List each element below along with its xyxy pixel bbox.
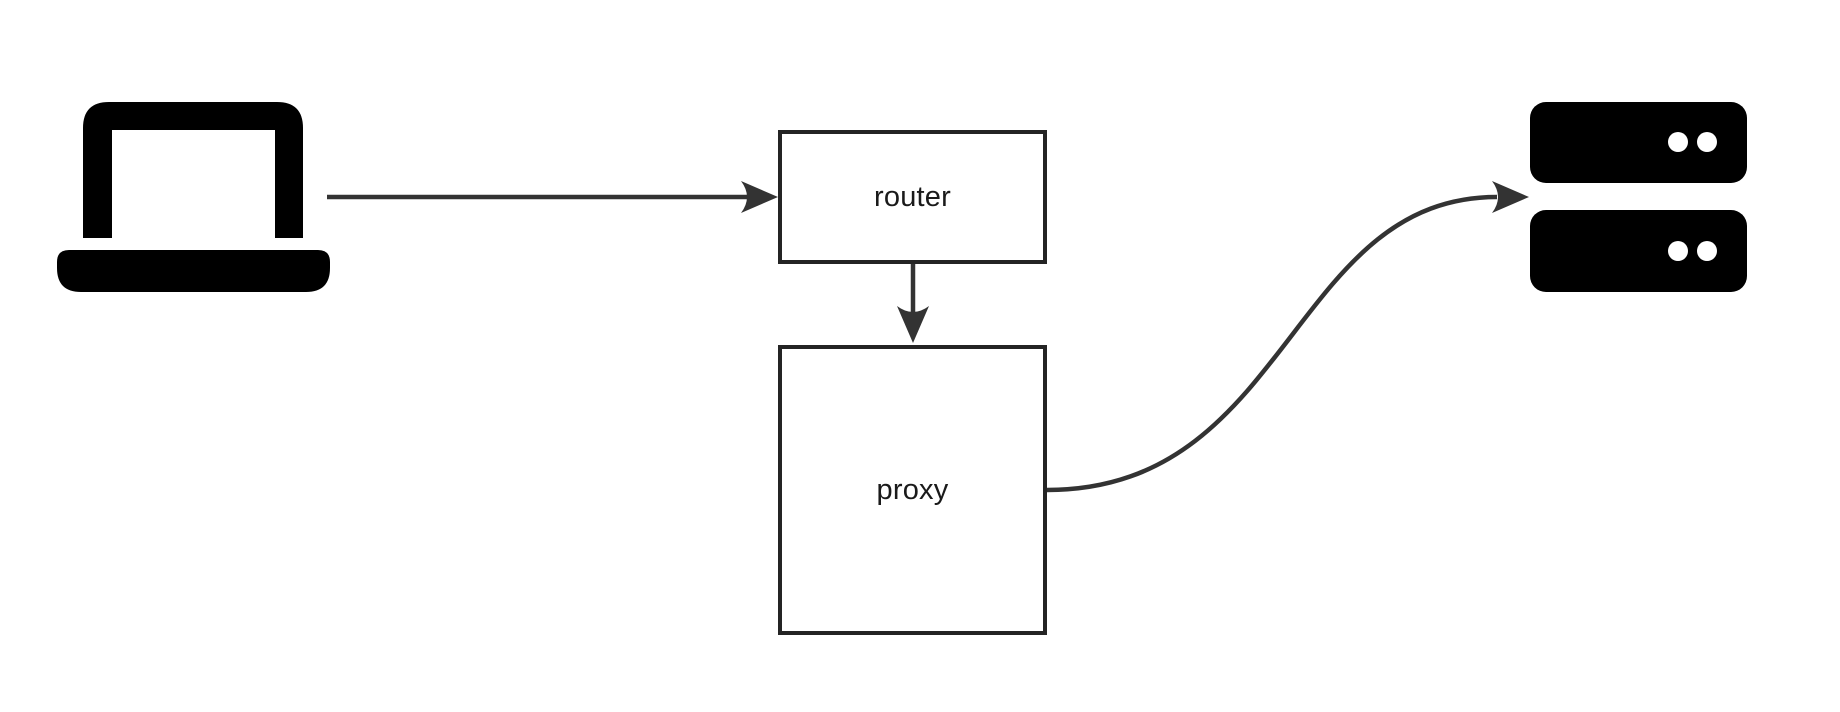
proxy-to-servers-arrow: [1046, 181, 1529, 493]
router-node: router: [778, 130, 1047, 264]
server-stack-icon: [1530, 102, 1747, 292]
laptop-icon: [57, 102, 330, 292]
router-label: router: [874, 180, 951, 213]
router-to-proxy-arrow: [897, 264, 929, 343]
proxy-node: proxy: [778, 345, 1047, 635]
client-to-router-arrow: [327, 181, 778, 213]
proxy-label: proxy: [876, 473, 949, 506]
